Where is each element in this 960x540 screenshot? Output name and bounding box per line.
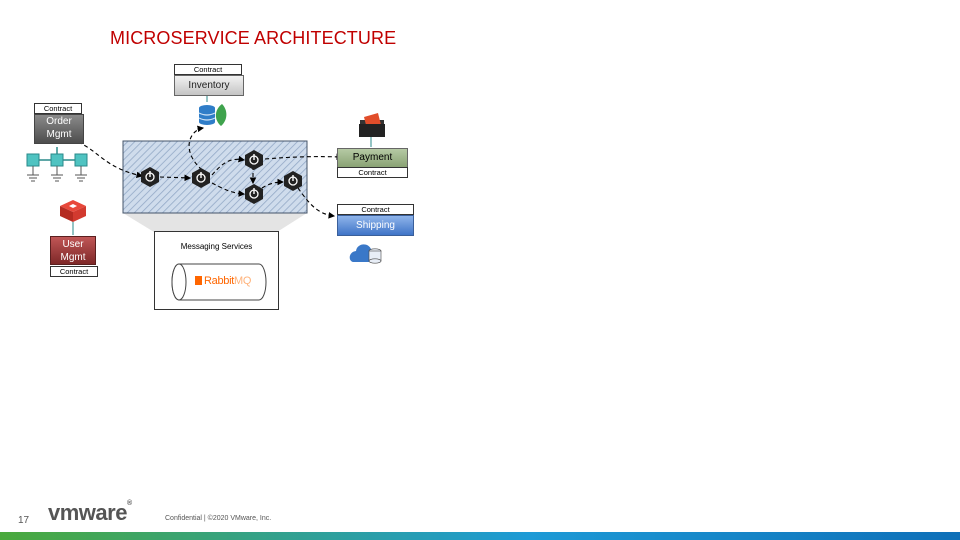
cloud-database-icon	[349, 244, 382, 264]
folder-icon	[359, 113, 385, 137]
user-mgmt-service: User Mgmt	[50, 236, 96, 265]
service-node-5-icon	[284, 171, 302, 191]
rabbitmq-text-2: MQ	[234, 275, 252, 287]
message-queue-cylinder	[171, 263, 267, 301]
payment-contract-label: Contract	[337, 167, 408, 178]
bottom-gradient-bar	[0, 532, 960, 540]
arrow-node4-to-node5	[261, 178, 285, 189]
database-icon	[198, 105, 216, 125]
arrow-node2-to-node3	[211, 155, 246, 176]
inventory-service: Inventory	[174, 75, 244, 96]
messaging-services-box: Messaging Services RabbitMQ	[154, 231, 279, 310]
order-name-line1: Order	[46, 116, 72, 127]
arrow-node5-to-shipping	[297, 187, 336, 219]
messaging-services-label: Messaging Services	[180, 242, 253, 251]
slide-title: MICROSERVICE ARCHITECTURE	[110, 28, 397, 48]
order-contract-label: Contract	[34, 103, 82, 114]
network-nodes-icon	[26, 147, 88, 182]
order-mgmt-service: Order Mgmt	[34, 114, 84, 144]
user-name-line2: Mgmt	[60, 252, 86, 263]
user-contract-label: Contract	[50, 266, 98, 277]
footer-confidential: Confidential | ©2020 VMware, Inc.	[165, 515, 272, 522]
arrow-order-to-bus	[77, 141, 144, 179]
rabbitmq-logo: RabbitMQ	[195, 275, 251, 287]
inventory-contract-label: Contract	[174, 64, 242, 75]
arrow-node2-to-node4	[211, 182, 246, 197]
service-node-1-icon	[141, 167, 159, 187]
slide-number: 17	[18, 515, 30, 526]
order-name-line2: Mgmt	[46, 129, 72, 140]
service-node-2-icon	[192, 168, 210, 188]
arrow-node2-to-inventory	[188, 125, 205, 171]
service-node-4-icon	[245, 184, 263, 204]
arrow-node1-to-node2	[159, 174, 192, 182]
rabbitmq-text-1: Rabbit	[204, 275, 234, 287]
vmware-logo-text: vmware	[48, 500, 127, 525]
redis-icon	[60, 200, 86, 222]
rabbitmq-icon	[195, 276, 202, 285]
mongodb-leaf-icon	[215, 104, 227, 126]
arrow-node3-to-payment	[264, 153, 344, 161]
payment-service: Payment	[337, 148, 408, 168]
shipping-contract-label: Contract	[337, 204, 414, 215]
vmware-logo: vmware®	[48, 500, 132, 525]
bus-shadow	[123, 213, 307, 232]
service-node-3-icon	[245, 150, 263, 170]
shipping-service: Shipping	[337, 215, 414, 236]
user-name-line1: User	[62, 239, 84, 250]
